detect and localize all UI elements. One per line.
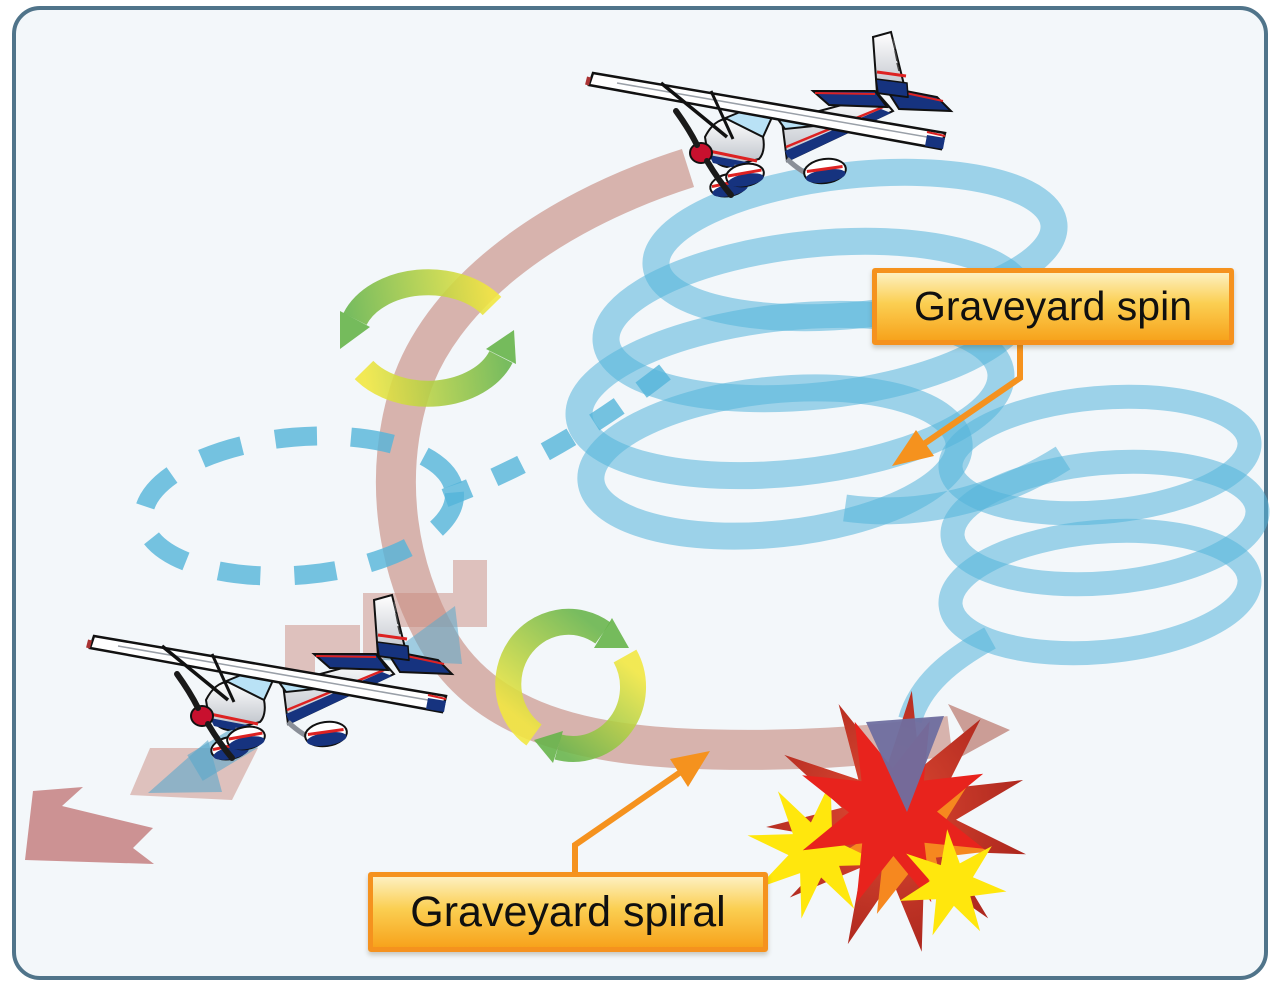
spin-coil-loop — [565, 300, 1015, 490]
rotation-arrows-icon — [495, 608, 647, 763]
spin-coil-loop — [940, 449, 1270, 597]
spin-coil-loop — [938, 384, 1262, 526]
spin-coil-exit — [898, 627, 996, 724]
rotation-arrows-icon — [340, 269, 516, 407]
rotation-arc — [343, 269, 502, 326]
descent-blue-arrow-lower — [148, 740, 222, 793]
impact-arrow-icon — [866, 716, 944, 812]
diagram-frame — [12, 6, 1268, 980]
graveyard-spiral-label: Graveyard spiral — [368, 872, 768, 952]
explosion-star-yellow — [747, 781, 885, 919]
spin-coil-loop — [938, 518, 1262, 666]
explosion-star-red — [802, 721, 984, 903]
rotation-arrowhead — [340, 311, 370, 349]
spiral-leader-arrowhead — [670, 751, 710, 787]
explosion-icon — [747, 690, 1026, 952]
spiral-leader — [572, 751, 710, 872]
spin-coil-icon — [565, 158, 1270, 724]
graveyard-spiral-label-text: Graveyard spiral — [410, 887, 726, 936]
rotation-arrowhead — [486, 330, 516, 364]
rotation-arrowhead — [534, 731, 563, 763]
graveyard-spin-label: Graveyard spin — [872, 268, 1234, 345]
rotation-arc — [354, 350, 513, 407]
spiral-leader-line — [572, 757, 700, 872]
spin-leader — [892, 345, 1023, 466]
spin-leader-arrowhead — [892, 430, 934, 466]
rotation-arrowhead — [594, 618, 629, 648]
descent-pink-big-arrow — [25, 787, 154, 864]
rotation-arc — [554, 649, 647, 762]
explosion-star-yellow — [899, 829, 1007, 936]
rotation-arc — [495, 608, 611, 746]
graveyard-spin-label-text: Graveyard spin — [913, 283, 1192, 329]
spin-leader-line — [900, 345, 1023, 462]
